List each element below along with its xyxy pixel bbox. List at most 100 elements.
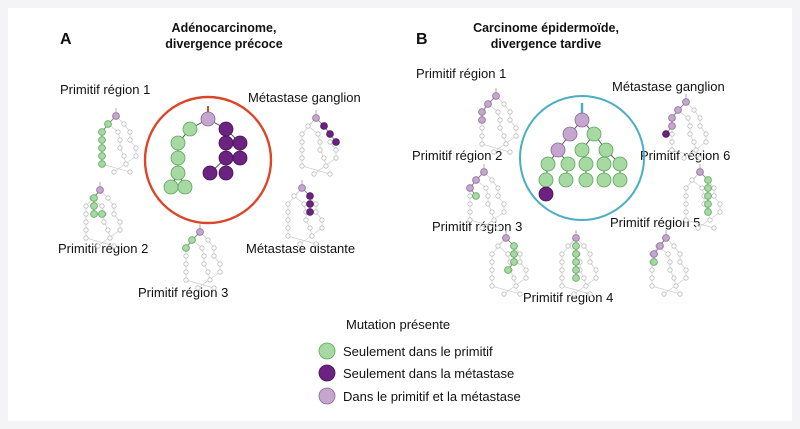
legend-swatch-shared <box>318 387 336 405</box>
tree-node-empty <box>681 155 687 161</box>
tree-node-empty <box>587 259 593 265</box>
tree-node-empty <box>671 275 677 281</box>
tree-node-empty <box>285 217 291 223</box>
tree-node-mutation <box>472 176 480 184</box>
tree-node-mutation <box>682 98 690 106</box>
tree-node-empty <box>479 225 485 231</box>
tree-node-mutation <box>668 122 676 130</box>
tree-node-empty <box>201 253 207 259</box>
tree-node-empty <box>299 147 305 153</box>
tree-node-mutation <box>572 258 580 266</box>
b-tree-primary-5 <box>649 230 689 297</box>
tree-branch <box>671 149 701 159</box>
tree-node-mutation <box>674 106 682 114</box>
legend-label-metastasis-only: Seulement dans la métastase <box>343 366 514 381</box>
squamous-ancestral-circle <box>519 95 645 221</box>
panel-b-letter: B <box>416 31 428 48</box>
tree-node-empty <box>183 261 189 267</box>
tree-node-empty <box>669 139 675 145</box>
tree-node-mutation <box>572 242 580 250</box>
tree-node-mutation <box>306 208 314 216</box>
tree-node-empty <box>319 225 325 231</box>
tree-node-mutation <box>538 172 554 188</box>
tree-node-empty <box>683 217 689 223</box>
tree-node-empty <box>507 109 513 115</box>
tree-node-empty <box>649 275 655 281</box>
tree-node-empty <box>205 269 211 275</box>
a-label-primary-1: Primitif région 1 <box>60 82 150 97</box>
tree-node-mutation <box>662 130 670 138</box>
tree-node-mutation <box>96 186 104 194</box>
tree-node-empty <box>489 283 495 289</box>
tree-node-mutation <box>510 250 518 258</box>
tree-branch <box>287 235 317 245</box>
b-tree-primary-4 <box>559 230 599 297</box>
tree-node-empty <box>309 233 315 239</box>
tree-node-mutation <box>662 234 670 242</box>
tree-node-empty <box>687 123 693 129</box>
tree-node-empty <box>677 251 683 257</box>
tree-node-empty <box>111 243 117 249</box>
tree-node-mutation <box>218 121 234 137</box>
tree-node-empty <box>489 267 495 273</box>
tree-node-empty <box>291 193 297 199</box>
tree-branch <box>685 219 715 229</box>
tree-node-mutation <box>306 200 314 208</box>
tree-node-empty <box>501 133 507 139</box>
tree-node-empty <box>485 193 491 199</box>
tree-node-mutation <box>572 250 580 258</box>
tree-node-empty <box>317 139 323 145</box>
tree-node-mutation <box>502 234 510 242</box>
tree-node-empty <box>99 203 105 209</box>
b-label-primary-4: Primitif région 4 <box>523 290 613 305</box>
tree-node-mutation <box>232 135 248 151</box>
tree-node-empty <box>523 267 529 273</box>
tree-branch <box>85 237 115 247</box>
legend-swatch-primary-only <box>318 342 336 360</box>
tree-branch <box>301 165 331 175</box>
b-label-primary-2: Primitif région 2 <box>412 148 502 163</box>
tree-node-empty <box>117 145 123 151</box>
tree-node-mutation <box>98 210 106 218</box>
tree-node-empty <box>523 275 529 281</box>
tree-branch <box>491 285 521 295</box>
a-tree-metastasis-distant <box>285 180 325 247</box>
tree-branch <box>651 285 681 295</box>
tree-node-empty <box>105 227 111 233</box>
tree-node-empty <box>313 201 319 207</box>
tree-node-empty <box>299 163 305 169</box>
tree-node-empty <box>313 209 319 215</box>
tree-node-mutation <box>218 150 234 166</box>
tree-node-empty <box>95 243 101 249</box>
tree-node-empty <box>559 267 565 273</box>
tree-node-mutation <box>574 142 590 158</box>
tree-node-mutation <box>572 234 580 242</box>
tree-node-mutation <box>478 108 486 116</box>
tree-node-empty <box>105 195 111 201</box>
tree-node-empty <box>507 117 513 123</box>
tree-node-empty <box>693 147 699 153</box>
tree-node-empty <box>697 155 703 161</box>
tree-node-empty <box>513 125 519 131</box>
tree-node-mutation <box>170 150 186 166</box>
tree-node-empty <box>311 171 317 177</box>
tree-branch <box>469 219 499 229</box>
tree-node-empty <box>183 253 189 259</box>
tree-node-empty <box>211 285 217 291</box>
tree-node-empty <box>127 169 133 175</box>
a-label-primary-2: Primitif région 2 <box>58 241 148 256</box>
tree-node-empty <box>479 133 485 139</box>
tree-node-mutation <box>332 138 340 146</box>
tree-node-empty <box>565 243 571 249</box>
tree-node-empty <box>497 125 503 131</box>
tree-branch <box>101 163 131 173</box>
b-label-primary-1: Primitif région 1 <box>416 66 506 81</box>
phylogeny-figure: A Adénocarcinome, divergence précoce B C… <box>58 21 730 405</box>
tree-node-mutation <box>177 179 193 195</box>
tree-node-empty <box>489 275 495 281</box>
tree-node-empty <box>285 233 291 239</box>
tree-node-empty <box>301 201 307 207</box>
tree-node-empty <box>495 225 501 231</box>
tree-node-empty <box>117 227 123 233</box>
a-tree-metastasis-node <box>299 110 340 177</box>
